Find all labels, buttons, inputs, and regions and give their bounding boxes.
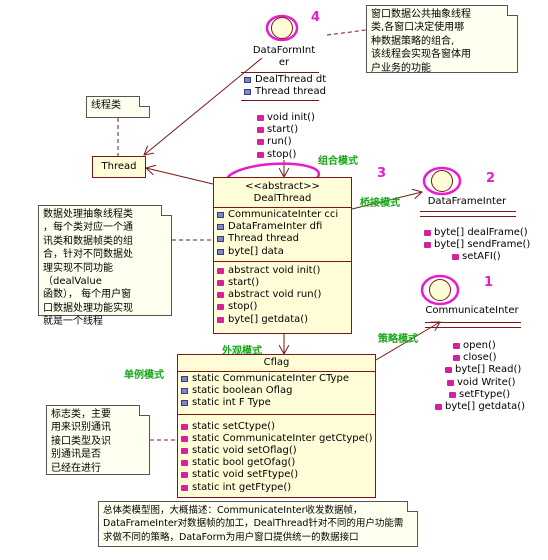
operation-icon <box>181 435 188 442</box>
operation-icon <box>447 379 454 386</box>
operation-icon <box>257 127 264 134</box>
note-fold-icon <box>139 405 150 416</box>
dataforminter-operations: void init() start() run() stop() <box>255 112 315 161</box>
note-fold-icon <box>161 205 172 216</box>
pattern-label-strategy: 策略模式 <box>378 334 418 345</box>
dataframeinter-name: DataFrameInter <box>427 196 507 207</box>
operation-icon <box>181 484 188 491</box>
annotation-number-3: 3 <box>377 166 387 181</box>
communicateinter-name: CommunicateInter <box>425 305 519 316</box>
link-cflag-communicate <box>375 322 440 361</box>
attribute-icon <box>181 376 188 382</box>
note-fold-icon <box>407 501 418 512</box>
operation-icon <box>424 230 431 236</box>
interface-icon <box>431 170 453 192</box>
communicateinter-operations: open() close() byte[] Read() void Write(… <box>435 340 525 413</box>
operation-icon <box>257 151 264 158</box>
link-dealthread-thread <box>146 168 214 185</box>
operation-icon <box>452 254 459 261</box>
operation-icon <box>217 267 224 274</box>
pattern-label-singleton: 单例模式 <box>124 370 164 381</box>
cflag-class[interactable]: Cflag static CommunicateInter CType stat… <box>177 354 376 498</box>
dealthread-class[interactable]: <<abstract>> DealThread CommunicateInter… <box>213 177 352 334</box>
operation-icon <box>217 292 224 299</box>
link-dealthread-dataframe <box>351 192 422 210</box>
operation-icon <box>181 423 188 430</box>
operation-icon <box>435 404 442 411</box>
summary-note: 总体类模型图，大概描述：CommunicateInter收发数据帧， DataF… <box>98 501 418 547</box>
note-link-dataform <box>326 29 367 36</box>
annotation-number-4: 4 <box>311 10 321 25</box>
operation-icon <box>453 355 460 362</box>
attribute-icon <box>181 400 188 407</box>
thread-class-note: 线程类 <box>86 96 150 118</box>
attribute-icon <box>244 77 251 83</box>
operation-icon <box>257 115 264 121</box>
operation-icon <box>181 460 188 467</box>
dataforminter-attributes: DealThread dt Thread thread <box>241 72 326 103</box>
flag-note: 标志类，主要 用来识别通讯 接口类型及识 别通讯是否 已经在进行 <box>46 405 150 475</box>
dataform-note: 窗口数据公共抽象线程 类,各窗口决定使用哪 种数据策略的组合, 该线程会实现各窗… <box>366 5 518 74</box>
annotation-circle-1 <box>420 274 460 306</box>
communicateinter-separators <box>425 322 521 328</box>
note-fold-icon <box>507 5 518 16</box>
operation-icon <box>257 139 264 146</box>
operation-icon <box>181 472 188 479</box>
link-dataform-thread <box>144 57 263 155</box>
attribute-icon <box>217 248 224 255</box>
attribute-icon <box>217 224 224 231</box>
dataforminter-name: DataFormInt er <box>252 45 316 68</box>
operation-icon <box>424 242 431 249</box>
pattern-label-facade: 外观模式 <box>222 346 262 357</box>
annotation-circle-2 <box>422 166 462 196</box>
operation-icon <box>217 280 224 287</box>
attribute-icon <box>181 388 188 395</box>
note-fold-icon <box>139 96 150 107</box>
interface-icon <box>271 17 293 39</box>
thread-class[interactable]: Thread <box>92 156 146 178</box>
attribute-icon <box>217 236 224 243</box>
operation-icon <box>445 367 452 374</box>
pattern-label-composite: 组合模式 <box>318 156 358 167</box>
interface-icon <box>429 279 451 301</box>
attribute-icon <box>244 89 251 96</box>
operation-icon <box>217 304 224 311</box>
operation-icon <box>217 316 224 323</box>
operation-icon <box>453 343 460 349</box>
annotation-circle-4 <box>265 14 299 42</box>
dataframeinter-separators <box>420 211 516 217</box>
operation-icon <box>449 391 456 398</box>
dataframeinter-operations: byte[] dealFrame() byte[] sendFrame() se… <box>422 227 530 264</box>
annotation-number-2: 2 <box>486 171 496 186</box>
dealthread-note: 数据处理抽象线程类 ，每个类对应一个通 讯类和数据帧类的组 合，针对不同数据处 … <box>38 205 172 327</box>
attribute-icon <box>217 212 224 218</box>
pattern-label-bridge: 桥接模式 <box>360 198 400 209</box>
annotation-number-1: 1 <box>484 275 494 290</box>
operation-icon <box>181 448 188 455</box>
